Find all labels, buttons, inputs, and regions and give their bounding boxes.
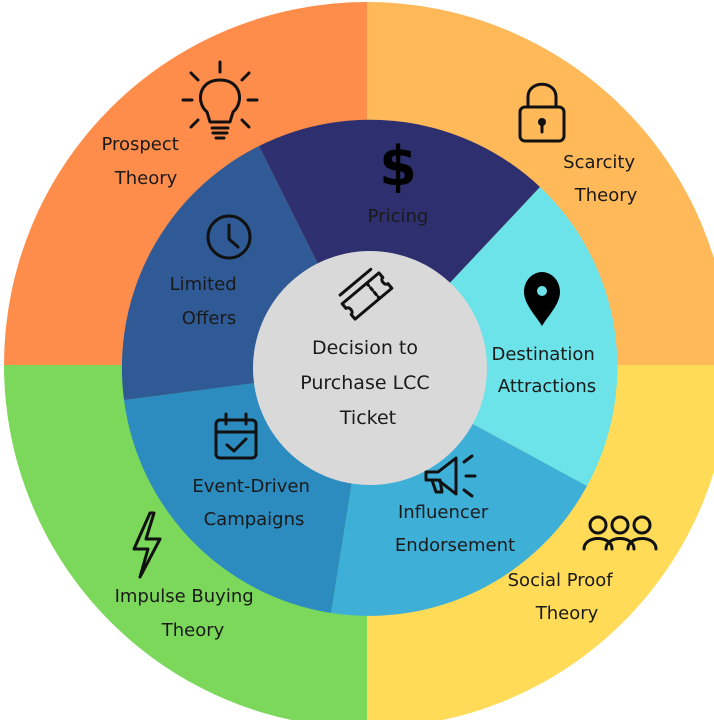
label-social-proof-theory: Social Proof Theory — [508, 570, 619, 624]
svg-text:$: $ — [379, 135, 417, 198]
inner-segment-pricing — [259, 119, 540, 368]
label-pricing: Pricing — [368, 206, 429, 227]
inner-segment-destination — [370, 187, 618, 486]
label-center-decision: Decision to Purchase LCC Ticket — [300, 337, 435, 429]
people-group-icon — [582, 515, 658, 551]
dollar-sign-icon: $ — [379, 135, 417, 198]
label-impulse-buying-theory: Impulse Buying Theory — [115, 586, 260, 641]
lightning-bolt-icon — [132, 511, 162, 579]
label-scarcity-theory: Scarcity Theory — [563, 152, 641, 206]
ticket-icon — [338, 267, 394, 321]
calendar-check-icon — [214, 412, 258, 460]
label-limited-offers: Limited Offers — [170, 274, 243, 329]
label-influencer-endorsement: Influencer Endorsement — [395, 502, 515, 556]
label-destination-attractions: Destination Attractions — [491, 344, 600, 397]
center-circle — [253, 251, 487, 485]
map-pin-icon — [524, 272, 560, 326]
padlock-icon — [518, 82, 566, 143]
label-event-driven-campaigns: Event-Driven Campaigns — [192, 476, 315, 530]
clock-icon — [206, 214, 252, 260]
label-prospect-theory: Prospect Theory — [101, 134, 184, 189]
megaphone-icon — [424, 454, 477, 498]
lightbulb-icon — [181, 60, 259, 140]
